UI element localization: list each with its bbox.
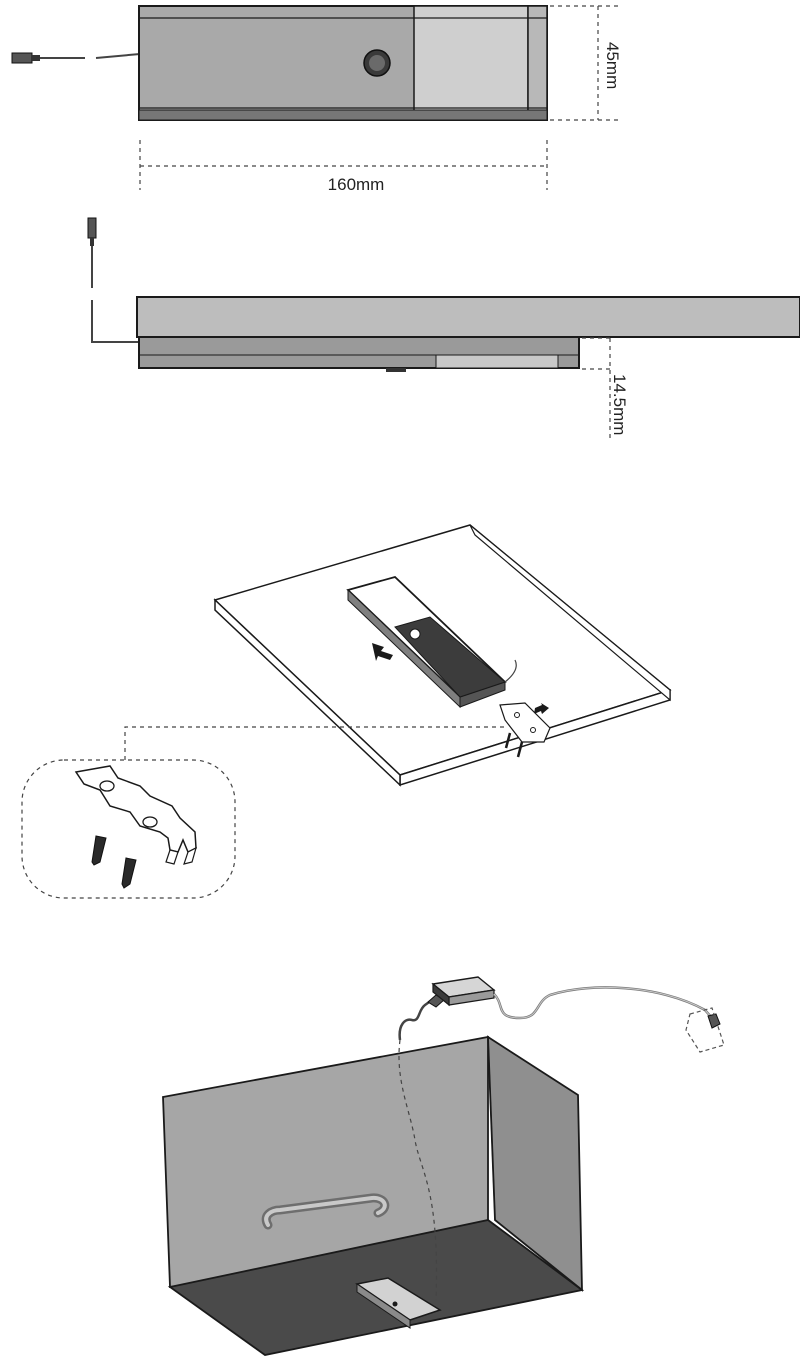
clip-detail-callout bbox=[21, 759, 236, 899]
depth-dimension-label: 14.5mm bbox=[610, 374, 629, 435]
mounting-clip-icon bbox=[74, 765, 197, 865]
screw-icon bbox=[91, 835, 107, 866]
end-cap bbox=[527, 5, 548, 121]
screw-icon bbox=[516, 741, 524, 758]
cabinet-view bbox=[162, 976, 725, 1356]
cable bbox=[95, 53, 141, 59]
height-dimension-label: 45mm bbox=[603, 42, 622, 89]
diffuser-panel bbox=[413, 5, 529, 121]
touch-switch-icon bbox=[363, 49, 391, 77]
top-view: 45mm 160mm bbox=[11, 5, 622, 194]
arrow-icon bbox=[534, 703, 549, 714]
connector-plug-icon bbox=[87, 217, 97, 246]
mounting-clip-icon bbox=[499, 702, 551, 743]
screw-icon bbox=[504, 732, 512, 749]
mains-cable bbox=[493, 986, 713, 1020]
driver-box-icon bbox=[431, 976, 496, 1007]
screw-icon bbox=[121, 857, 137, 889]
width-dimension-label: 160mm bbox=[328, 175, 385, 194]
mounting-view bbox=[21, 524, 672, 899]
connector-plug-icon bbox=[11, 52, 40, 64]
touch-switch-icon bbox=[409, 628, 421, 640]
shelf-panel bbox=[136, 296, 800, 338]
connector-plug-icon bbox=[707, 1013, 721, 1029]
wall-socket-outline bbox=[685, 1007, 725, 1053]
arrow-icon bbox=[372, 643, 393, 661]
side-view: 14.5mm bbox=[87, 217, 800, 440]
